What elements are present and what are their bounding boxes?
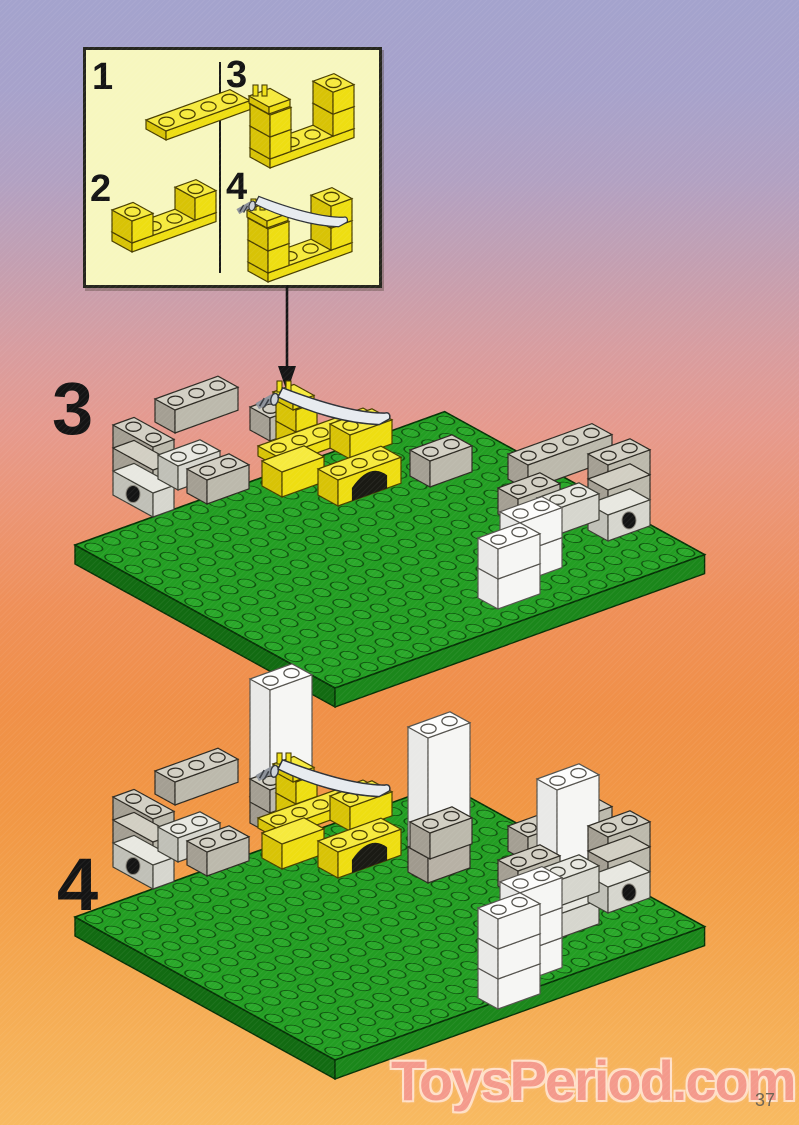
lego-brick [496, 844, 562, 899]
lego-brick [271, 755, 316, 784]
corner-brick [476, 552, 542, 611]
lego-brick [274, 390, 319, 434]
lego-brick [156, 439, 222, 492]
lego-brick [271, 383, 316, 412]
lego-brick [496, 472, 562, 527]
corner-bricks [476, 495, 564, 611]
lego-brick [248, 781, 314, 836]
technic-brick [586, 860, 652, 915]
tower-brick [406, 711, 472, 885]
lego-brick [586, 835, 652, 889]
corner-brick [476, 952, 542, 1011]
clip-piece [276, 380, 292, 393]
corner-brick [498, 525, 564, 584]
lego-brick [111, 416, 176, 472]
lego-brick [111, 788, 176, 844]
lego-brick [328, 408, 394, 461]
step-3-model [73, 375, 707, 709]
lego-brick [156, 811, 222, 864]
lego-brick [260, 445, 326, 499]
lego-brick [535, 854, 601, 909]
baseplate [73, 782, 707, 1081]
arrow-down-icon [278, 285, 296, 392]
tower-brick [248, 663, 314, 836]
yellow-gate [248, 380, 403, 508]
corner-brick [476, 892, 542, 951]
lego-brick [586, 810, 652, 864]
page-number: 37 [755, 1090, 776, 1110]
step-4-model [73, 663, 707, 1081]
lego-brick [408, 806, 474, 861]
corner-brick [498, 495, 564, 554]
inset-step-2-label: 2 [90, 168, 112, 210]
clip-piece [276, 752, 292, 765]
technic-brick [111, 462, 176, 519]
lego-brick [406, 711, 472, 860]
lego-brick [408, 434, 474, 489]
lego-brick [185, 453, 251, 506]
lego-brick [274, 412, 319, 456]
arch-brick [316, 445, 403, 508]
corner-brick [476, 522, 542, 581]
corner-brick [476, 922, 542, 981]
inset-step-1-label: 1 [92, 56, 114, 98]
tower-brick [535, 763, 601, 941]
lego-brick [506, 422, 614, 492]
lego-brick [248, 663, 314, 810]
inset-step-4-label: 4 [226, 166, 248, 208]
corner-bricks [476, 865, 564, 1011]
lego-brick [274, 762, 319, 806]
lego-brick [506, 794, 614, 864]
inset-divider [219, 62, 221, 273]
technic-brick [586, 488, 652, 543]
lego-brick [111, 811, 176, 867]
lego-brick [153, 375, 240, 435]
corner-brick [498, 895, 564, 954]
step-4-label: 4 [57, 843, 98, 926]
step-3-label: 3 [52, 367, 93, 450]
katana [255, 758, 391, 798]
technic-brick [111, 834, 176, 891]
gate-lintel [256, 407, 385, 469]
corner-brick [498, 925, 564, 984]
lego-brick [153, 747, 240, 807]
lego-brick [111, 439, 176, 495]
arch-brick [316, 817, 403, 880]
lego-brick [328, 780, 394, 833]
lego-brick [535, 763, 601, 917]
katana [255, 386, 391, 426]
lego-brick [535, 482, 601, 537]
yellow-gate [248, 752, 403, 880]
lego-brick [535, 888, 601, 941]
lego-brick [274, 784, 319, 828]
lego-brick [586, 463, 652, 517]
gate-lintel [256, 779, 385, 841]
lego-brick [260, 817, 326, 871]
corner-brick [498, 865, 564, 924]
baseplate [73, 410, 707, 709]
watermark: ToysPeriod.com [391, 1049, 797, 1112]
lego-brick [586, 438, 652, 492]
inset-step-3-label: 3 [226, 54, 248, 96]
lego-brick [248, 763, 314, 815]
lego-brick [185, 825, 251, 878]
lego-brick [248, 391, 314, 443]
lego-brick [406, 831, 472, 885]
